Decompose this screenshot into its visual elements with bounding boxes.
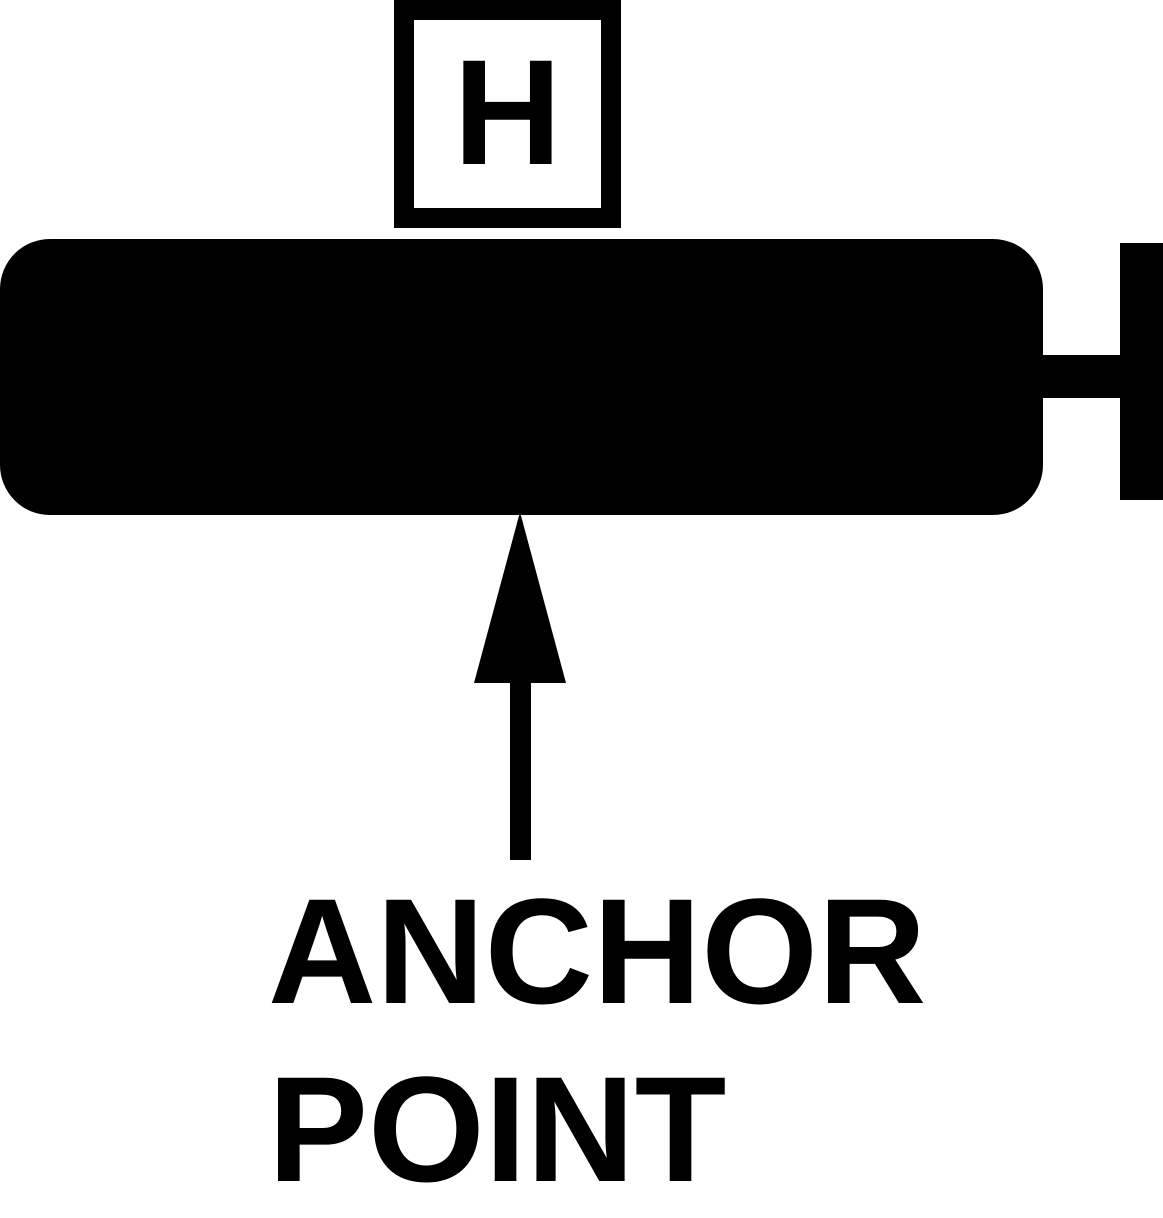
anchor-point-label: ANCHOR POINT: [268, 862, 926, 1218]
h-marker-letter: H: [453, 28, 562, 196]
label-line-1: ANCHOR: [268, 867, 927, 1035]
h-marker-box: H: [394, 0, 621, 228]
arrow-shaft: [510, 680, 531, 860]
end-bracket-stem: [1040, 355, 1122, 398]
end-bracket-cap: [1120, 243, 1163, 500]
arrow-head: [474, 512, 566, 683]
label-line-2: POINT: [268, 1045, 727, 1213]
horizontal-bar: [0, 239, 1043, 515]
anchor-arrow-icon: [474, 512, 566, 860]
